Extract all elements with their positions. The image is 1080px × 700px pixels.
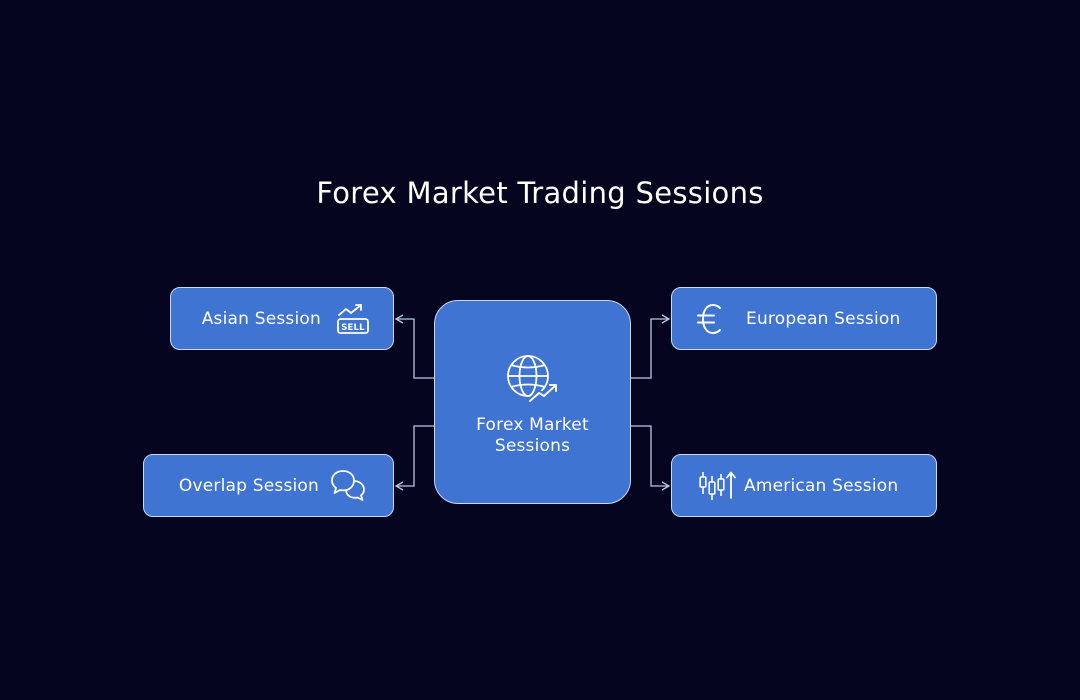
connector-european: [631, 314, 671, 379]
globe-growth-icon: [503, 351, 563, 407]
european-session-node: European Session: [671, 287, 937, 350]
euro-icon: [696, 302, 724, 336]
center-label: Forex Market Sessions: [476, 415, 589, 457]
center-label-line1: Forex Market: [476, 415, 589, 435]
chat-bubbles-icon: [329, 467, 367, 505]
center-label-line2: Sessions: [494, 436, 571, 456]
center-node: Forex Market Sessions: [434, 300, 631, 504]
connector-asian: [394, 314, 434, 379]
connector-american: [631, 425, 671, 491]
sell-chart-icon: SELL: [335, 301, 371, 337]
candlestick-up-icon: [698, 468, 736, 504]
sell-badge-text: SELL: [341, 323, 365, 333]
asian-session-label: Asian Session: [201, 308, 321, 329]
connector-overlap: [394, 425, 434, 491]
overlap-session-label: Overlap Session: [178, 475, 319, 496]
asian-session-node: Asian Session SELL: [170, 287, 394, 350]
american-session-node: American Session: [671, 454, 937, 517]
american-session-label: American Session: [744, 475, 899, 496]
european-session-label: European Session: [746, 308, 901, 329]
overlap-session-node: Overlap Session: [143, 454, 394, 517]
diagram-title: Forex Market Trading Sessions: [316, 176, 764, 210]
